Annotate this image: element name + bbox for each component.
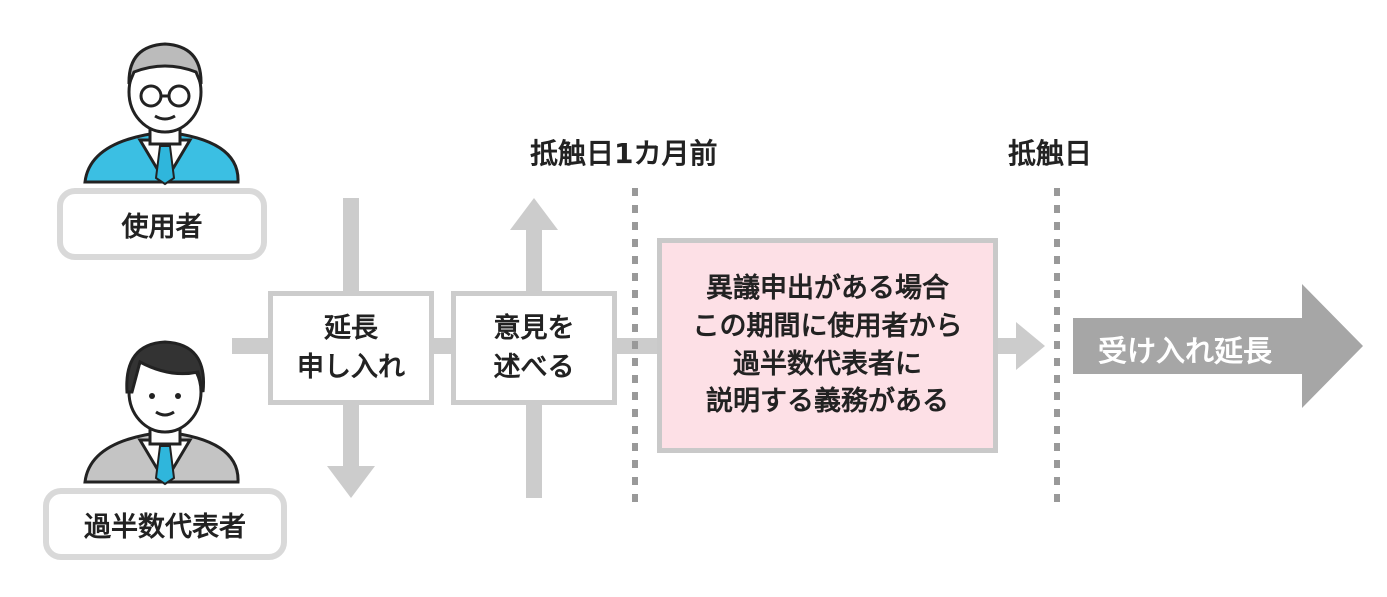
connector-arrowhead [1016,322,1045,370]
extension-request-line-1: 延長 [324,312,378,344]
express-opinion-box: 意見を 述べる [451,291,617,405]
result-arrow [1073,284,1363,408]
majority-representative-avatar-icon [83,340,240,486]
connector-line [995,338,1017,354]
explanation-line-3: 過半数代表者に [733,348,922,380]
majority-label-box: 過半数代表者 [43,488,287,560]
user-label-box: 使用者 [57,188,267,260]
milestone-conflict-date: 抵触日 [1008,137,1093,170]
extension-request-box: 延長 申し入れ [268,291,434,405]
explanation-box: 異議申出がある場合 この期間に使用者から 過半数代表者に 説明する義務がある [657,238,998,453]
user-label: 使用者 [121,211,203,243]
explanation-line-2: この期間に使用者から [692,310,963,342]
explanation-line-1: 異議申出がある場合 [706,272,949,304]
user-avatar-icon [83,42,240,186]
milestone-one-month-before: 抵触日1カ月前 [530,137,718,170]
majority-label: 過半数代表者 [84,511,246,543]
explanation-line-4: 説明する義務がある [706,386,949,418]
result-label: 受け入れ延長 [1098,334,1273,368]
opinion-arrowhead-up [510,198,558,230]
express-opinion-line-2: 述べる [493,352,575,383]
extension-request-line-2: 申し入れ [297,352,405,383]
express-opinion-line-1: 意見を [493,312,575,344]
request-arrowhead-down [327,466,375,498]
